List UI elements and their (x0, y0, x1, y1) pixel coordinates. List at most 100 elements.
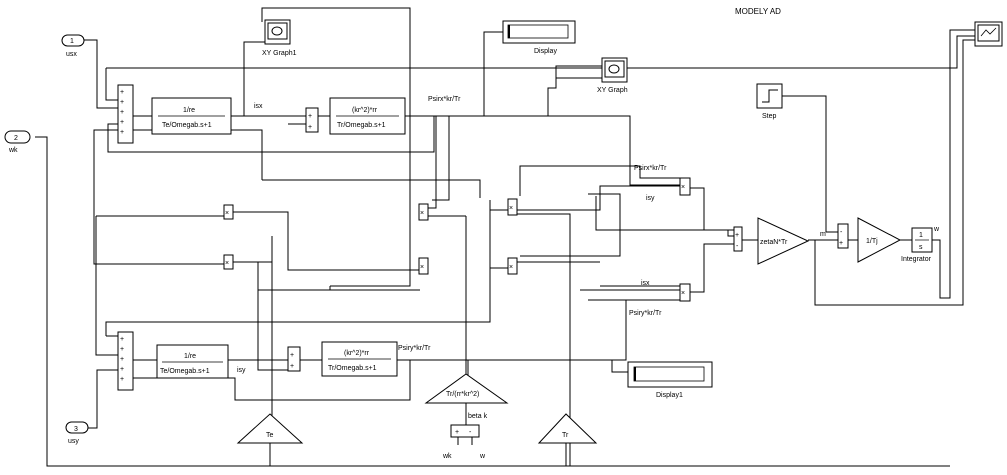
sum-torque[interactable]: + - (733, 226, 743, 252)
signal-psirx-2: Psirx*kr/Tr (634, 165, 667, 172)
inport-usy[interactable]: 3 usy (65, 421, 89, 445)
sign: × (681, 184, 685, 191)
sign: × (681, 290, 685, 297)
tf-psiry-num: (kr^2)*rr (344, 350, 370, 357)
signal-m: m (820, 231, 826, 238)
sign: + (120, 119, 124, 126)
xy-graph-label: XY Graph (597, 87, 628, 94)
sign: + (120, 366, 124, 373)
sum-speed[interactable]: - + (837, 223, 849, 249)
signal-isy-mid: isy (646, 195, 655, 202)
sign: + (455, 429, 459, 436)
sign: + (120, 89, 124, 96)
sum-isx[interactable]: + + + + + (117, 84, 134, 144)
signal-w-bottom: w (479, 453, 486, 460)
product-block[interactable]: × (223, 204, 234, 220)
tf-psiry-den: Tr/Omegab.s+1 (328, 365, 377, 372)
integrator-den: s (919, 244, 923, 251)
product-block[interactable]: × (418, 257, 429, 275)
sign: + (839, 240, 843, 247)
inport-usx[interactable]: 1 usx (61, 34, 85, 58)
inport-wk-number: 2 (14, 135, 18, 142)
sign: - (840, 229, 843, 236)
signal-psiry-2: Psiry*kr/Tr (629, 310, 662, 317)
sign: + (120, 356, 124, 363)
signal-isx-mid: isx (641, 280, 650, 287)
tf-isy-den: Te/Omegab.s+1 (160, 368, 210, 375)
product-block[interactable]: × (507, 198, 518, 216)
sign: × (225, 210, 229, 217)
sum-psiry[interactable]: + + (287, 346, 301, 372)
product-block[interactable]: × (418, 203, 429, 221)
sign: - (469, 429, 472, 436)
product-block[interactable]: × (223, 254, 234, 270)
inport-usy-number: 3 (74, 426, 78, 433)
display1-label: Display1 (656, 392, 683, 399)
step-label: Step (762, 113, 777, 120)
gain-te[interactable]: Te (236, 413, 304, 444)
sign: × (509, 264, 513, 271)
sign: + (120, 336, 124, 343)
signal-wk-bottom: wk (442, 453, 452, 460)
tf-psirx[interactable]: (kr^2)*rr Tr/Omegab.s+1 (329, 97, 406, 135)
gain-tr-rr-label: Tr/(rr*kr^2) (446, 391, 479, 398)
gain-tj[interactable]: 1/Tj (857, 217, 902, 263)
wires (35, 7, 975, 467)
gain-zeta[interactable]: zetaN*Tr (757, 217, 810, 265)
signal-w-out: w (933, 226, 940, 233)
inport-usy-label: usy (68, 438, 79, 445)
gain-te-label: Te (266, 432, 274, 439)
sign: + (120, 376, 124, 383)
sign: + (290, 352, 294, 359)
xy-graph[interactable]: XY Graph (597, 57, 628, 94)
tf-isx-den: Te/Omegab.s+1 (162, 122, 212, 129)
product-block[interactable]: × (679, 283, 691, 302)
sign: + (120, 346, 124, 353)
gain-tj-label: 1/Tj (866, 238, 878, 245)
sign: + (308, 124, 312, 131)
gain-tr-label: Tr (562, 432, 569, 439)
tf-isx[interactable]: 1/re Te/Omegab.s+1 (151, 97, 232, 135)
product-block[interactable]: × (507, 257, 518, 275)
sum-betak[interactable]: + - beta k (450, 413, 488, 438)
gain-tr-rr[interactable]: Tr/(rr*kr^2) (424, 373, 509, 404)
sign: × (420, 210, 424, 217)
xy-graph1-label: XY Graph1 (262, 50, 297, 57)
gain-tr[interactable]: Tr (537, 413, 598, 444)
tf-isy[interactable]: 1/re Te/Omegab.s+1 (156, 344, 229, 379)
integrator-num: 1 (919, 232, 923, 239)
signal-isy-bottom: isy (237, 367, 246, 374)
signal-psiry: Psiry*kr/Tr (398, 345, 431, 352)
inport-usx-number: 1 (70, 38, 74, 45)
inport-wk[interactable]: 2 wk (4, 130, 31, 154)
sign: + (120, 109, 124, 116)
sign: - (736, 243, 739, 250)
sign: + (290, 363, 294, 370)
tf-isy-num: 1/re (184, 353, 196, 360)
display1[interactable]: Display1 (627, 361, 713, 399)
sign: + (308, 113, 312, 120)
tf-psiry[interactable]: (kr^2)*rr Tr/Omegab.s+1 (321, 341, 398, 377)
scope-right[interactable] (974, 21, 1003, 47)
betak-label: beta k (468, 413, 488, 420)
tf-psirx-num: (kr^2)*rr (352, 107, 378, 114)
step-block[interactable]: Step (756, 83, 783, 120)
xy-graph1[interactable]: XY Graph1 (262, 19, 297, 57)
sign: × (225, 260, 229, 267)
sign: + (735, 232, 739, 239)
sum-isy[interactable]: + + + + + (117, 331, 134, 391)
sum-psirx[interactable]: + + (305, 107, 319, 133)
display[interactable]: Display (502, 20, 576, 55)
integrator[interactable]: 1 s Integrator (901, 227, 933, 263)
tf-isx-num: 1/re (183, 107, 195, 114)
signal-isx-top: isx (254, 103, 263, 110)
sign: + (120, 129, 124, 136)
sign: × (509, 205, 513, 212)
signal-psirx: Psirx*kr/Tr (428, 96, 461, 103)
tf-psirx-den: Tr/Omegab.s+1 (337, 122, 386, 129)
gain-zeta-label: zetaN*Tr (760, 239, 788, 246)
inport-wk-label: wk (8, 147, 18, 154)
sign: × (420, 264, 424, 271)
model-title: MODELY AD (735, 7, 781, 16)
product-block[interactable]: × (679, 177, 691, 196)
